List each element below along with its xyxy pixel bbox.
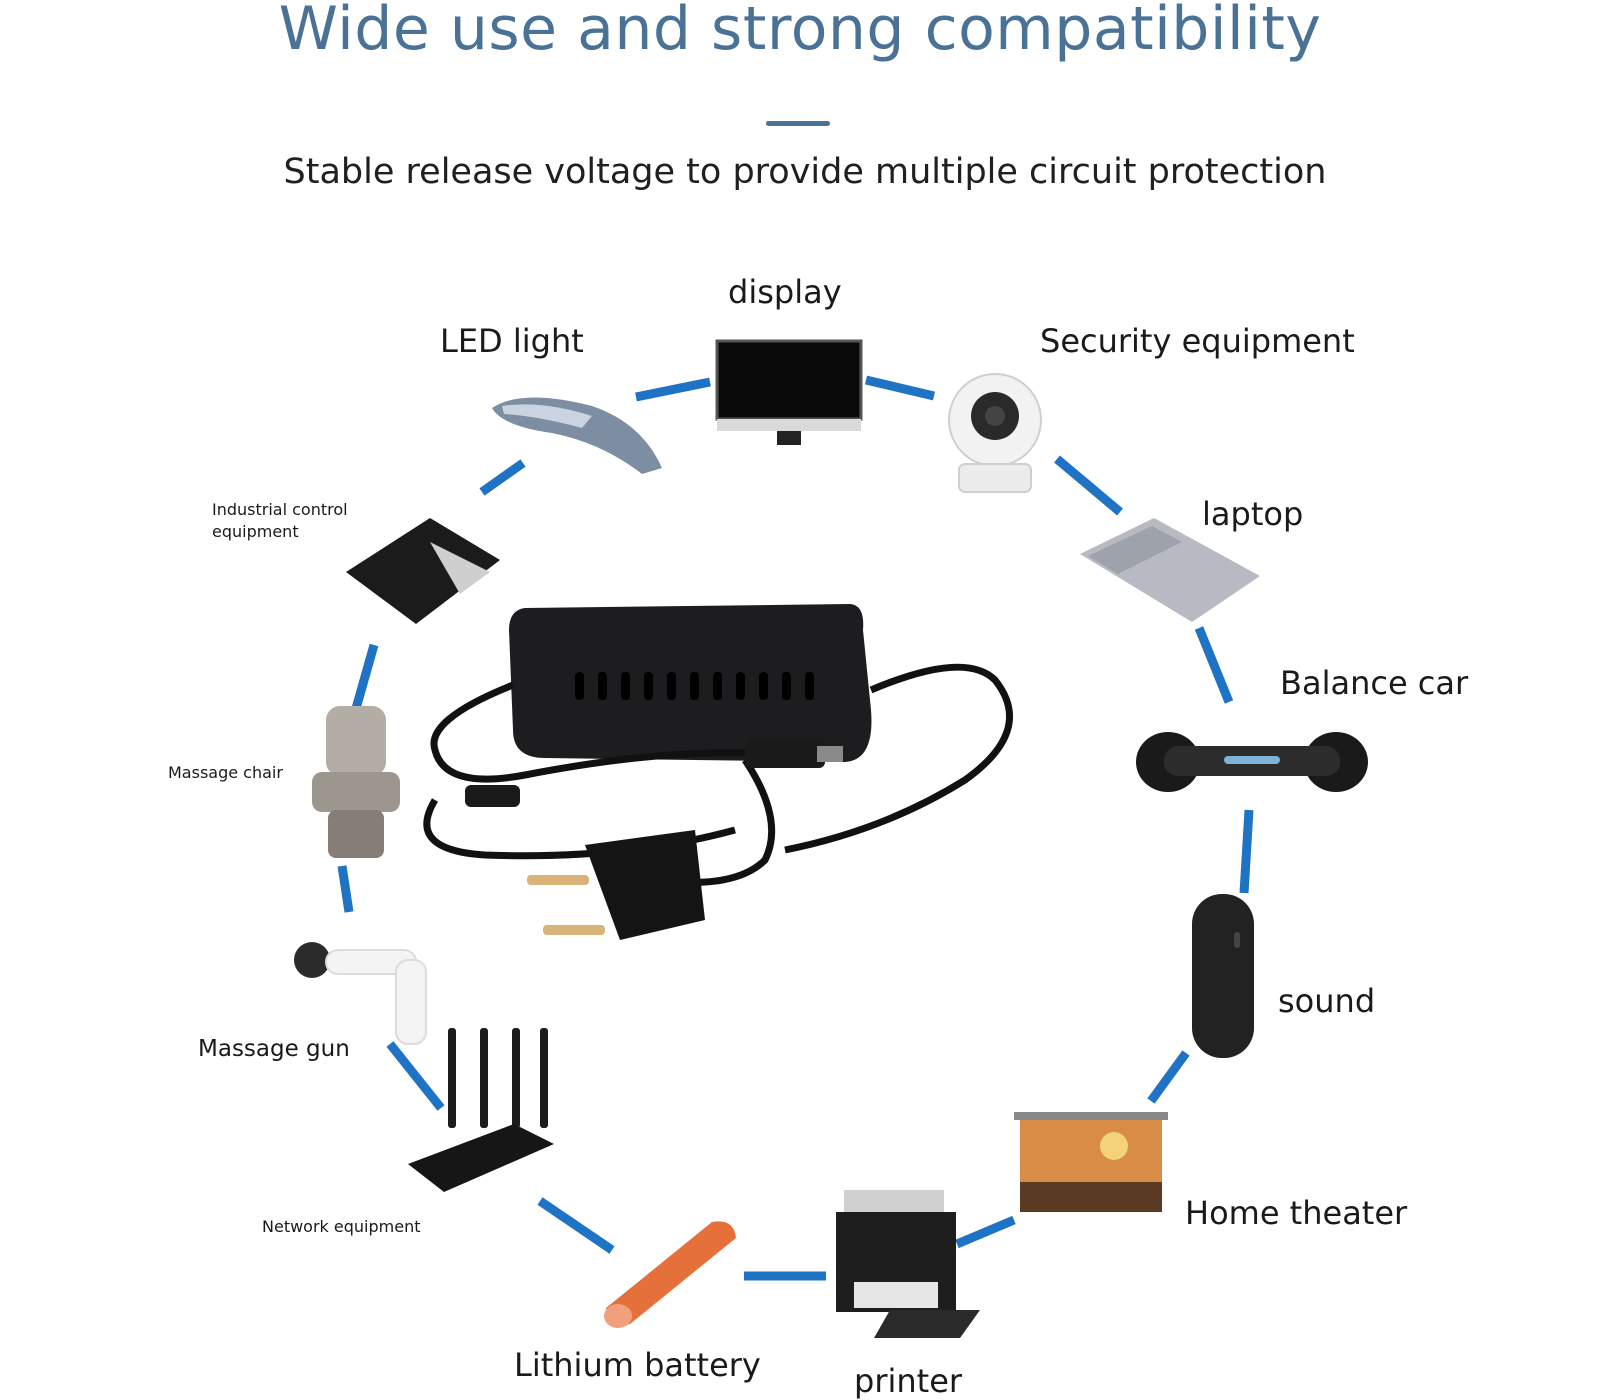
laptop-label: laptop (1202, 495, 1304, 533)
security-equipment-label: Security equipment (1040, 322, 1355, 360)
hoverboard-icon (1136, 732, 1368, 792)
network-equipment-label: Network equipment (262, 1217, 421, 1236)
industrial-control-label: Industrial control equipment (212, 500, 348, 541)
display-label: display (728, 273, 842, 311)
monitor-icon (715, 339, 863, 445)
sound-label: sound (1278, 982, 1376, 1020)
page-subtitle: Stable release voltage to provide multip… (283, 152, 1327, 192)
balance-car-label: Balance car (1280, 664, 1469, 702)
page-title: Wide use and strong compatibility (278, 0, 1322, 64)
home-theater-label: Home theater (1185, 1194, 1408, 1232)
lithium-battery-label: Lithium battery (514, 1346, 761, 1384)
printer-icon (836, 1190, 980, 1338)
led-streetlight-icon (492, 397, 662, 474)
massage-gun-label: Massage gun (198, 1036, 350, 1062)
battery-icon (604, 1221, 736, 1328)
security-camera-icon (948, 373, 1042, 493)
printer-label: printer (854, 1362, 963, 1400)
massage-chair-icon (312, 706, 400, 858)
massage-gun-icon (294, 942, 427, 1045)
led-light-label: LED light (440, 322, 584, 360)
speaker-icon (1192, 894, 1254, 1058)
router-icon (408, 1028, 554, 1192)
laptop-icon (1080, 518, 1260, 622)
power-adapter-icon (423, 604, 1013, 940)
massage-chair-label: Massage chair (168, 763, 283, 782)
projector-screen-icon (1014, 1112, 1168, 1212)
industrial-device-icon (346, 518, 500, 624)
title-accent-bar (766, 121, 830, 126)
